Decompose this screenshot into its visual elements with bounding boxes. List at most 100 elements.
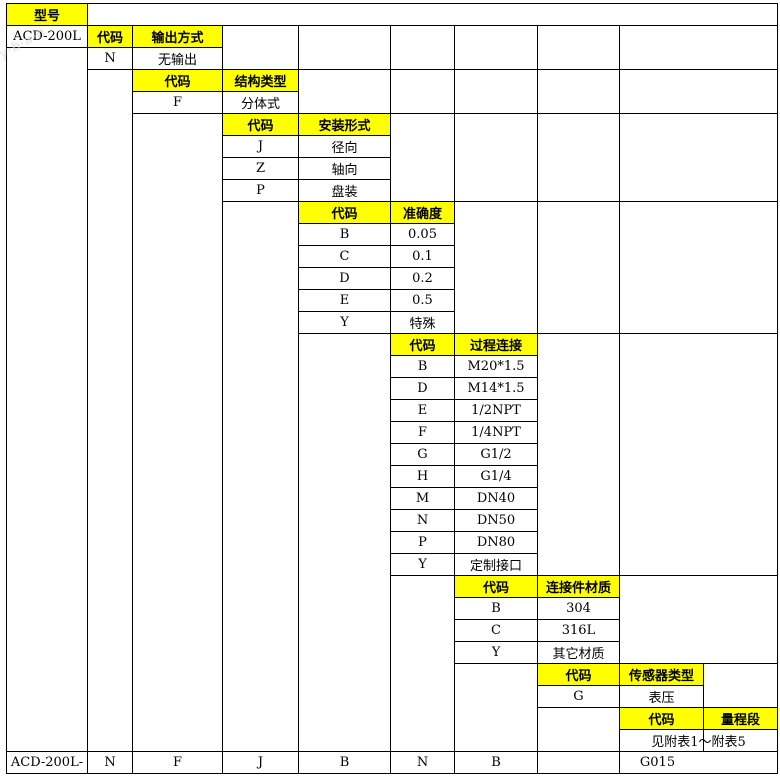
code-cell: Y [491, 645, 501, 660]
name-cell: 1/4NPT [471, 425, 521, 440]
grid-line [390, 465, 538, 466]
grid-line [298, 223, 455, 224]
code-cell: P [418, 535, 427, 550]
grid-line [298, 289, 455, 290]
grid-line [87, 25, 88, 774]
code-cell: B [417, 359, 428, 374]
name-cell: DN50 [476, 513, 516, 528]
code-cell: M [415, 491, 430, 506]
name-cell: 径向 [331, 141, 358, 156]
code-cell: D [339, 271, 350, 286]
grid-line [6, 751, 778, 752]
code-cell: G [417, 447, 428, 462]
table-border [777, 3, 778, 774]
code-cell: P [256, 183, 265, 198]
grid-line [222, 135, 391, 136]
grid-line [703, 707, 704, 752]
grid-line [298, 25, 299, 774]
grid-line [619, 707, 778, 708]
connector-material-name-header: 连接件材质 [538, 576, 619, 597]
code-cell: N [104, 51, 116, 66]
model-header: 型号 [7, 4, 87, 25]
process-connection-name-header: 过程连接 [455, 334, 537, 355]
grid-line [222, 179, 391, 180]
name-cell: 304 [566, 601, 591, 616]
example-cell: J [257, 755, 264, 770]
name-cell: 0.5 [412, 293, 433, 308]
range-name-header: 量程段 [704, 708, 777, 729]
grid-line [390, 509, 538, 510]
output-method-name-header: 输出方式 [133, 26, 222, 47]
example-range-cell: G015 [639, 755, 676, 770]
code-cell: E [417, 403, 428, 418]
connector-material-code-header: 代码 [455, 576, 537, 597]
grid-line [777, 707, 778, 752]
name-cell: M20*1.5 [467, 359, 525, 374]
code-cell: Y [340, 315, 349, 330]
name-cell: 特殊 [409, 317, 436, 332]
grid-line [390, 487, 538, 488]
range-code-header: 代码 [620, 708, 703, 729]
grid-line [87, 47, 223, 48]
name-cell: 盘装 [331, 185, 358, 200]
grid-line [222, 113, 778, 114]
code-cell: F [417, 425, 428, 440]
output-method-code-header: 代码 [88, 26, 132, 47]
grid-line [454, 25, 455, 774]
code-cell: N [416, 513, 429, 528]
name-cell: 其它材质 [552, 647, 605, 662]
name-cell: DN40 [476, 491, 516, 506]
example-cell: N [416, 755, 429, 770]
grid-line [222, 157, 391, 158]
grid-line [132, 69, 778, 70]
structure-type-name-header: 结构类型 [223, 70, 298, 91]
grid-line [222, 25, 223, 774]
code-cell: D [417, 381, 428, 396]
example-cell: ACD-200L- [10, 755, 84, 770]
example-cell: B [339, 755, 350, 770]
grid-line [132, 25, 133, 774]
table-border [6, 3, 7, 774]
install-form-name-header: 安装形式 [299, 114, 390, 135]
example-cell: B [491, 755, 501, 770]
name-cell: DN80 [476, 535, 516, 550]
grid-line [298, 201, 778, 202]
code-cell: C [491, 623, 501, 638]
code-cell: G [573, 689, 584, 704]
name-cell: 表压 [648, 691, 675, 706]
code-cell: Y [418, 557, 427, 572]
grid-line [298, 311, 455, 312]
accuracy-code-header: 代码 [299, 202, 390, 223]
name-cell: 0.05 [408, 227, 437, 242]
install-form-code-header: 代码 [223, 114, 298, 135]
grid-line [619, 729, 778, 730]
process-connection-code-header: 代码 [391, 334, 454, 355]
code-cell: C [339, 249, 350, 264]
name-cell: 0.1 [412, 249, 433, 264]
grid-line [390, 377, 538, 378]
name-cell: 轴向 [331, 163, 358, 178]
grid-line [537, 25, 538, 774]
grid-line [537, 685, 704, 686]
name-cell: G1/4 [480, 469, 512, 484]
code-cell: B [491, 601, 501, 616]
grid-line [703, 663, 704, 708]
grid-line [390, 25, 391, 774]
name-cell: 定制接口 [469, 559, 522, 574]
grid-line [390, 531, 538, 532]
name-cell: M14*1.5 [467, 381, 525, 396]
code-cell: B [339, 227, 350, 242]
grid-line [390, 355, 538, 356]
sensor-type-name-header: 传感器类型 [620, 664, 703, 685]
name-cell: 分体式 [240, 97, 280, 112]
example-cell: N [104, 755, 116, 770]
code-cell: J [257, 139, 264, 154]
structure-type-code-header: 代码 [133, 70, 222, 91]
name-cell: 316L [561, 623, 596, 638]
example-cell: F [172, 755, 183, 770]
name-cell: 0.2 [412, 271, 433, 286]
name-cell: 无输出 [157, 53, 197, 68]
table-border [6, 3, 778, 4]
accuracy-name-header: 准确度 [391, 202, 454, 223]
grid-line [390, 399, 538, 400]
